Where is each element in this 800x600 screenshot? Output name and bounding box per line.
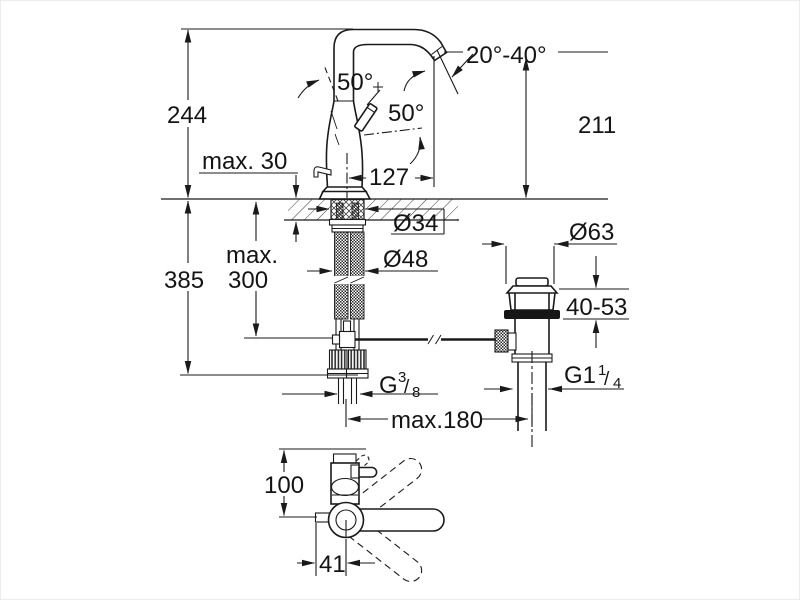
dimension-dia63: Ø63 [482,219,617,284]
spout-swivel-lower [344,515,423,583]
top-view: 100 41 [262,448,445,583]
thread-g114-sub: 4 [613,375,621,392]
flex-hoses [332,231,366,320]
dimension-dia34: Ø34 [308,205,445,237]
angle-20-40-label: 20°-40° [466,42,547,69]
dimension-dia48: Ø48 [307,246,438,275]
thread-g114-label: G1 [564,362,596,389]
thread-g38-sup: 3 [398,369,406,386]
dim-40-53-label: 40-53 [566,294,627,321]
dim-385-label: 385 [164,267,204,294]
under-deck-assembly [326,198,496,404]
dimension-max300: max. 300 [223,201,333,339]
dimension-max30: max. 30 [199,148,300,242]
angle-50-side-label: 50° [388,100,424,127]
seal-ring [504,310,560,319]
thread-g114-slash: / [604,369,610,390]
dim-127-label: 127 [369,164,409,191]
spout [333,28,448,101]
dimension-g38: G 3 / 8 [282,369,438,401]
pop-up-waste [494,277,560,449]
handle-angle-annotations: 50° 50° [297,64,425,165]
dim-211-label: 211 [578,112,616,139]
thread-g38-slash: / [404,377,410,398]
dia-34-label: Ø34 [393,210,438,237]
push-cap [515,277,549,287]
flange-top [505,285,559,294]
dimension-100: 100 [262,448,366,518]
angle-50-top-label: 50° [337,69,373,96]
threaded-shank [330,198,365,221]
dim-max30-label: max. 30 [202,148,287,175]
faucet-body [313,28,448,200]
supply-fittings [326,349,369,404]
dim-41-label: 41 [319,551,346,578]
faucet-base [318,186,372,200]
pivot-cross [373,82,383,92]
front-tab [314,512,331,523]
dimension-max180: max.180 [345,393,533,434]
handle-stub [354,103,378,132]
spout-angle-annotation: 20°-40° [403,42,608,95]
pop-up-lever [313,166,332,178]
dia-63-label: Ø63 [569,219,614,246]
lever-top [358,466,378,478]
dia-48-label: Ø48 [383,246,428,273]
dimension-244: 244 [164,28,353,198]
lever-swivel-position [350,454,370,473]
dimension-385: 385 [162,200,358,376]
thread-g38-sub: 8 [412,384,420,401]
rod-knob [494,329,509,353]
spout-arm [353,508,445,532]
front-view: 50° 50° 20°-40° [161,28,629,449]
thread-g38-label: G [379,372,398,399]
dimension-40-53: 40-53 [559,256,629,348]
mounting-washer [328,218,367,226]
dim-100-label: 100 [264,472,304,499]
dimension-211: 211 [522,57,616,198]
pop-up-rod [331,320,496,349]
dimension-g114: G1 1 / 4 [484,362,624,393]
dim-max300-label2: 300 [228,267,268,294]
dimension-127: 127 [348,56,435,191]
faucet-top-body [330,453,378,505]
dim-max180-label: max.180 [391,407,483,434]
countertop-section [161,198,608,221]
dim-max300-label1: max. [226,242,278,269]
spout-swivel-upper [344,457,423,525]
dim-244-label: 244 [167,102,207,129]
thread-g114-sup: 1 [598,362,606,379]
dimension-41: 41 [297,520,375,578]
